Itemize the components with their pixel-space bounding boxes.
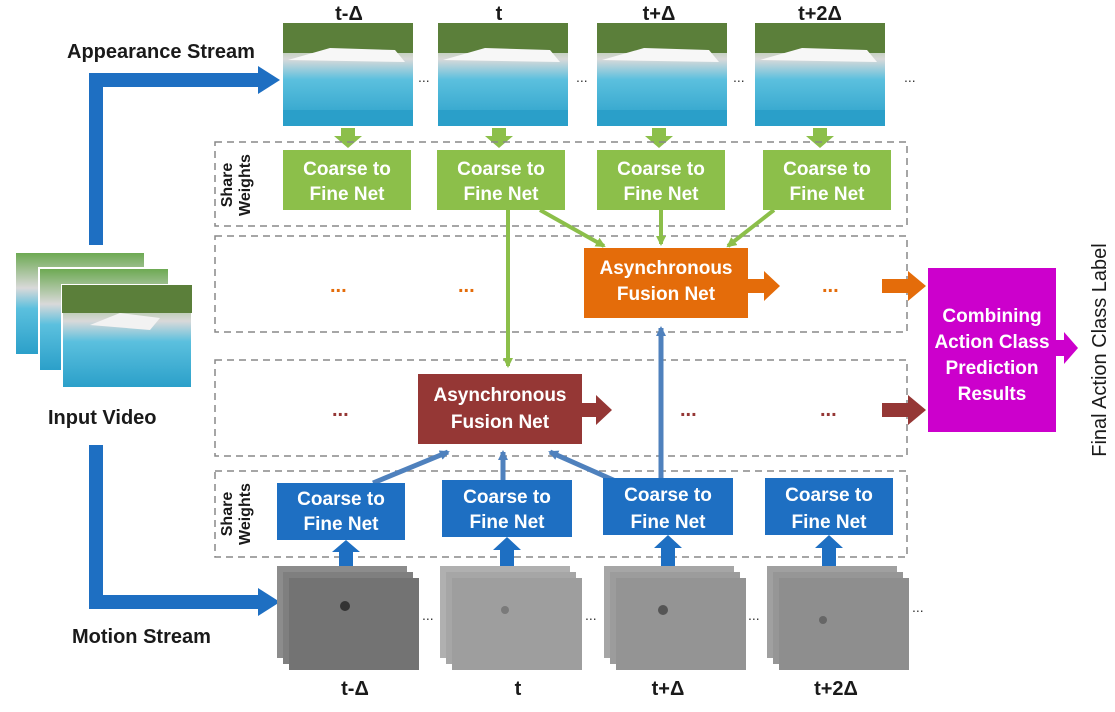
motion-blue-arrows bbox=[372, 326, 666, 486]
darkred-to-combine-arrow bbox=[882, 395, 926, 425]
input-video-frames bbox=[14, 251, 193, 389]
svg-text:Results: Results bbox=[958, 384, 1027, 405]
flow-ellipsis-2: ... bbox=[585, 607, 597, 623]
svg-text:Coarse to: Coarse to bbox=[783, 159, 871, 180]
flow-frames-1 bbox=[277, 566, 419, 670]
svg-text:Fine Net: Fine Net bbox=[631, 512, 707, 533]
rgb-ellipsis-1: ... bbox=[418, 69, 430, 85]
flow-frames-2 bbox=[440, 566, 582, 670]
rgb-ellipsis-3: ... bbox=[733, 69, 745, 85]
svg-text:Fine Net: Fine Net bbox=[624, 184, 700, 205]
input-video-label: Input Video bbox=[48, 407, 157, 429]
top-time-label-4: t+2Δ bbox=[798, 3, 842, 25]
bottom-time-label-4: t+2Δ bbox=[814, 678, 858, 700]
share-weights-bottom-line2: Weights bbox=[237, 483, 254, 545]
svg-text:Prediction: Prediction bbox=[946, 358, 1039, 379]
appearance-green-arrows bbox=[503, 208, 776, 368]
motion-share-region bbox=[214, 470, 908, 558]
flow-net-3: Coarse to Fine Net bbox=[603, 478, 733, 535]
svg-text:Coarse to: Coarse to bbox=[457, 159, 545, 180]
appearance-row-ellipsis-1: ... bbox=[330, 275, 347, 297]
rgb-frame-2 bbox=[438, 23, 568, 126]
appearance-stream-arrow bbox=[89, 73, 258, 245]
appearance-row-ellipsis-2: ... bbox=[458, 275, 475, 297]
flow-to-net-arrows bbox=[332, 535, 843, 566]
motion-fusion-net: Asynchronous Fusion Net bbox=[418, 374, 612, 444]
svg-text:Fusion Net: Fusion Net bbox=[451, 412, 550, 433]
combine-output-arrow bbox=[1056, 332, 1078, 364]
svg-text:Coarse to: Coarse to bbox=[624, 485, 712, 506]
flow-ellipsis-4: ... bbox=[912, 599, 924, 615]
appearance-fusion-net: Asynchronous Fusion Net bbox=[584, 248, 780, 318]
motion-row-ellipsis-1: ... bbox=[332, 399, 349, 421]
flow-ellipsis-1: ... bbox=[422, 607, 434, 623]
appearance-row-ellipsis-3: ... bbox=[822, 275, 839, 297]
svg-text:Coarse to: Coarse to bbox=[617, 159, 705, 180]
flow-frames-4 bbox=[767, 566, 909, 670]
svg-text:Fine Net: Fine Net bbox=[470, 512, 546, 533]
flow-ellipsis-3: ... bbox=[748, 607, 760, 623]
svg-text:Fine Net: Fine Net bbox=[464, 184, 540, 205]
bottom-time-label-2: t bbox=[515, 678, 522, 700]
combining-results-box: Combining Action Class Prediction Result… bbox=[928, 268, 1056, 432]
svg-text:Action Class: Action Class bbox=[934, 332, 1049, 353]
motion-row-ellipsis-3: ... bbox=[820, 399, 837, 421]
final-action-label: Final Action Class Label bbox=[1089, 243, 1111, 456]
svg-text:Fusion Net: Fusion Net bbox=[617, 284, 716, 305]
svg-text:Coarse to: Coarse to bbox=[785, 485, 873, 506]
share-weights-bottom-line1: Share bbox=[219, 492, 236, 537]
svg-text:Coarse to: Coarse to bbox=[303, 159, 391, 180]
svg-text:Fine Net: Fine Net bbox=[790, 184, 866, 205]
appearance-fusion-row bbox=[214, 235, 908, 333]
rgb-frame-1 bbox=[283, 23, 413, 126]
svg-text:Fine Net: Fine Net bbox=[304, 514, 380, 535]
motion-row-ellipsis-2: ... bbox=[680, 399, 697, 421]
motion-stream-arrow bbox=[89, 445, 258, 609]
appearance-share-region bbox=[214, 141, 908, 227]
svg-text:Asynchronous: Asynchronous bbox=[599, 258, 732, 279]
rgb-frame-4 bbox=[755, 23, 885, 126]
rgb-net-3: Coarse to Fine Net bbox=[597, 150, 725, 210]
top-time-label-2: t bbox=[496, 3, 503, 25]
rgb-net-1: Coarse to Fine Net bbox=[283, 150, 411, 210]
bottom-time-label-3: t+Δ bbox=[652, 678, 685, 700]
rgb-ellipsis-4: ... bbox=[904, 69, 916, 85]
rgb-ellipsis-2: ... bbox=[576, 69, 588, 85]
top-time-label-3: t+Δ bbox=[643, 3, 676, 25]
rgb-frame-3 bbox=[597, 23, 727, 126]
svg-text:Fine Net: Fine Net bbox=[310, 184, 386, 205]
flow-net-4: Coarse to Fine Net bbox=[765, 478, 893, 535]
appearance-arrow-head bbox=[258, 66, 280, 94]
svg-text:Coarse to: Coarse to bbox=[297, 489, 385, 510]
flow-net-2: Coarse to Fine Net bbox=[442, 480, 572, 537]
svg-text:Asynchronous: Asynchronous bbox=[433, 385, 566, 406]
svg-text:Combining: Combining bbox=[942, 306, 1041, 327]
top-time-label-1: t-Δ bbox=[335, 3, 363, 25]
bottom-time-label-1: t-Δ bbox=[341, 678, 369, 700]
appearance-stream-label: Appearance Stream bbox=[67, 41, 255, 63]
flow-frames-3 bbox=[604, 566, 746, 670]
rgb-to-net-arrows bbox=[334, 128, 834, 148]
orange-to-combine-arrow bbox=[882, 271, 926, 301]
share-weights-top-line1: Share bbox=[219, 163, 236, 208]
svg-text:Coarse to: Coarse to bbox=[463, 487, 551, 508]
motion-stream-label: Motion Stream bbox=[72, 626, 211, 648]
share-weights-top-line2: Weights bbox=[237, 154, 254, 216]
rgb-net-2: Coarse to Fine Net bbox=[437, 150, 565, 210]
motion-arrow-head bbox=[258, 588, 280, 616]
svg-text:Fine Net: Fine Net bbox=[792, 512, 868, 533]
rgb-net-4: Coarse to Fine Net bbox=[763, 150, 891, 210]
flow-net-1: Coarse to Fine Net bbox=[277, 483, 405, 540]
